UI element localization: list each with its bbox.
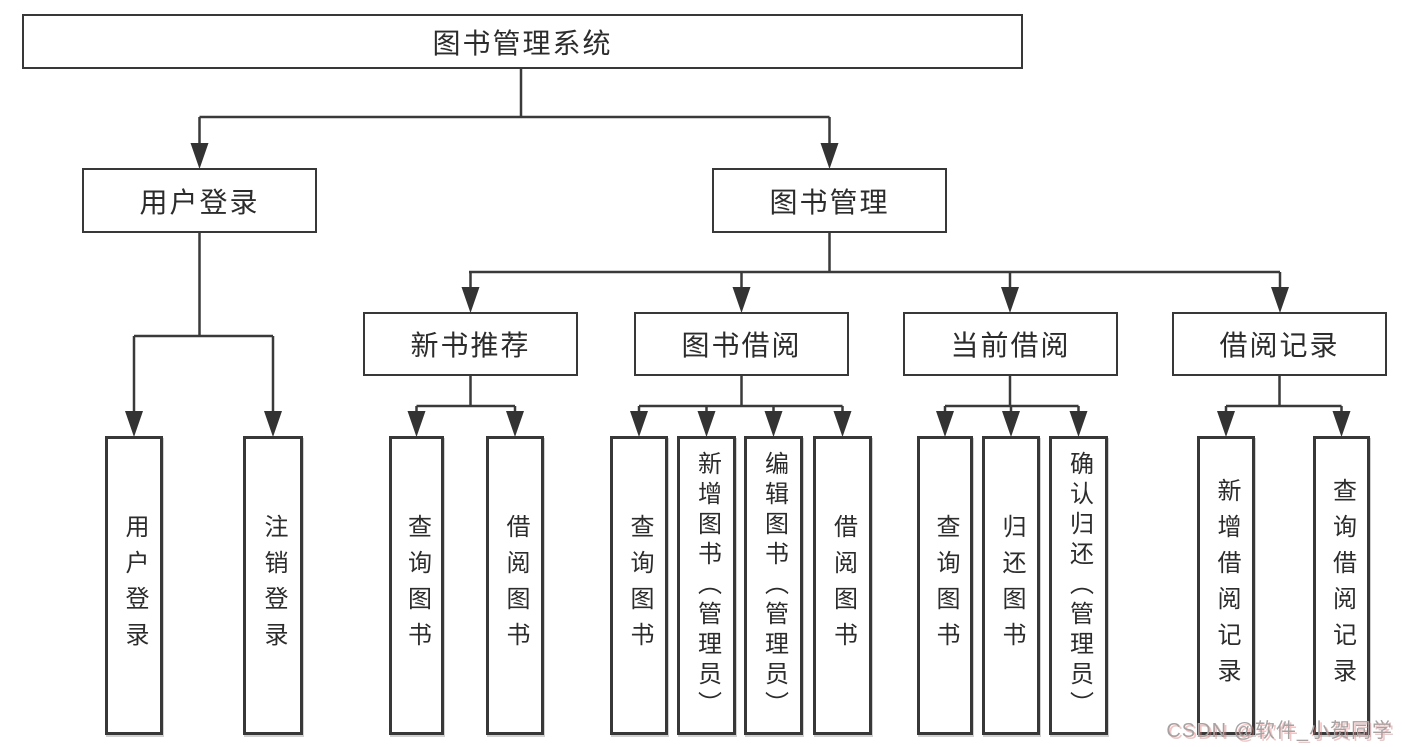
node-label: 新增图书（管理员） xyxy=(693,450,721,721)
node-book-management: 图书管理 xyxy=(712,168,947,233)
leaf-add-books-admin: 新增图书（管理员） xyxy=(677,436,736,735)
node-label: 图书管理系统 xyxy=(432,27,613,59)
leaf-return-books: 归还图书 xyxy=(982,436,1040,735)
node-label: 借阅图书 xyxy=(829,513,857,658)
node-label: 查询图书 xyxy=(932,513,959,658)
leaf-query-books-current: 查询图书 xyxy=(917,436,973,735)
node-label: 借阅图书 xyxy=(502,513,529,658)
node-book-borrowing: 图书借阅 xyxy=(634,312,849,376)
node-label: 注销登录 xyxy=(260,513,287,658)
leaf-query-books-recommend: 查询图书 xyxy=(389,436,444,735)
node-label: 图书管理 xyxy=(769,186,890,218)
node-label: 借阅记录 xyxy=(1219,330,1340,361)
csdn-watermark: CSDN @软件_小贺同学 xyxy=(1166,720,1393,742)
leaf-confirm-return-admin: 确认归还（管理员） xyxy=(1049,436,1108,735)
leaf-user-login: 用户登录 xyxy=(105,436,163,735)
node-new-book-recommendation: 新书推荐 xyxy=(363,312,578,376)
node-label: 查询图书 xyxy=(626,513,653,658)
leaf-logout: 注销登录 xyxy=(243,436,303,735)
leaf-borrow-books: 借阅图书 xyxy=(813,436,872,735)
node-label: 新书推荐 xyxy=(410,330,531,361)
node-label: 查询借阅记录 xyxy=(1328,477,1356,694)
node-library-management-system: 图书管理系统 xyxy=(22,14,1023,69)
node-label: 确认归还（管理员） xyxy=(1065,450,1093,721)
leaf-query-books-borrow: 查询图书 xyxy=(610,436,668,735)
node-label: 查询图书 xyxy=(403,513,431,658)
node-label: 归还图书 xyxy=(998,513,1025,658)
leaf-borrow-books-recommend: 借阅图书 xyxy=(486,436,544,735)
leaf-add-borrow-record: 新增借阅记录 xyxy=(1197,436,1255,735)
leaf-query-borrow-record: 查询借阅记录 xyxy=(1313,436,1370,735)
node-user-login: 用户登录 xyxy=(82,168,317,233)
node-current-borrowing: 当前借阅 xyxy=(903,312,1118,376)
node-label: 编辑图书（管理员） xyxy=(760,450,788,721)
node-label: 用户登录 xyxy=(139,186,260,218)
node-label: 用户登录 xyxy=(121,513,148,658)
node-label: 当前借阅 xyxy=(950,330,1071,361)
node-borrowing-records: 借阅记录 xyxy=(1172,312,1387,376)
leaf-edit-books-admin: 编辑图书（管理员） xyxy=(744,436,803,735)
node-label: 图书借阅 xyxy=(681,330,802,361)
node-label: 新增借阅记录 xyxy=(1213,477,1240,694)
